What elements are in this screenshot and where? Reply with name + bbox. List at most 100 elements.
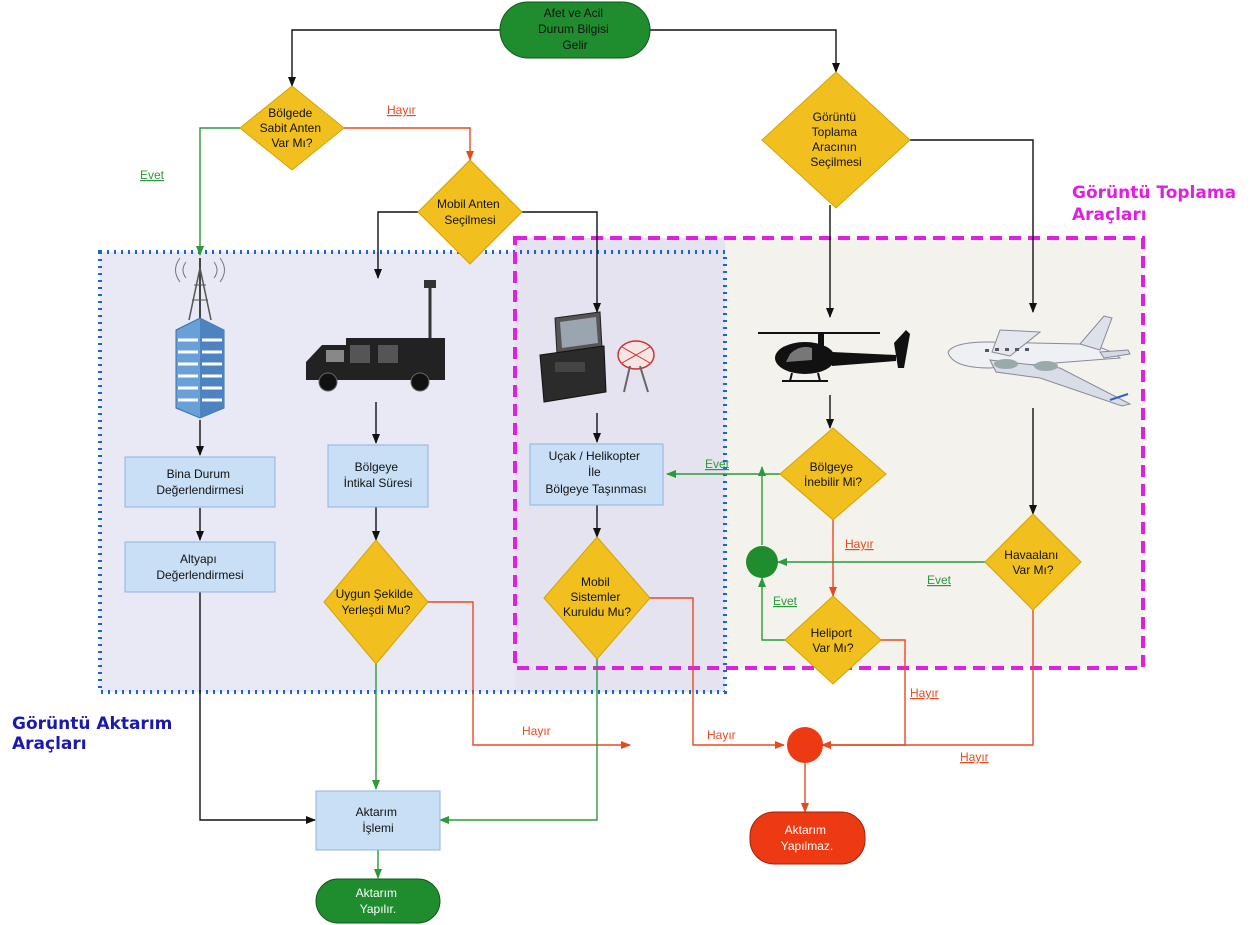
svg-text:Uçak / Helikopter İle: Uçak / Helikopter İle Bölgeye Taşınması: [545, 449, 646, 496]
label-hayir-fixed: Hayır: [387, 103, 416, 117]
airport-line-1: Havaalanı: [1004, 548, 1058, 562]
altyapi-line-2: Değerlendirmesi: [156, 568, 243, 582]
carry-line-1: Uçak / Helikopter: [549, 449, 640, 463]
collection-title-2: Araçları: [1072, 205, 1147, 225]
start-line-2: Durum Bilgisi: [538, 22, 609, 36]
edge-heliport-yes: [758, 577, 785, 641]
mobile-antenna-decision: Mobil Anten Seçilmesi: [417, 159, 523, 265]
edge-mobile-right: [522, 211, 601, 313]
label-hayir-airport: Hayır: [960, 750, 989, 764]
svg-text:Bölgeye İntikal Süresi: Bölgeye İntikal Süresi: [344, 460, 413, 490]
svg-text:Bina Durum Değerlendirme: Bina Durum Değerlendirmesi: [156, 467, 243, 497]
svg-text:Altyapı Değerlendirmesi: Altyapı Değerlendirmesi: [156, 552, 243, 582]
label-evet-airport: Evet: [927, 573, 952, 587]
heliport-line-1: Heliport: [811, 626, 853, 640]
mobile-line-2: Seçilmesi: [444, 213, 495, 227]
start-terminal: Afet ve Acil Durum Bilgisi Gelir: [499, 1, 651, 59]
mobile-line-1: Mobil Anten: [437, 197, 500, 211]
carry-line-2: İle: [588, 465, 601, 479]
airport-decision: Havaalanı Var Mı?: [984, 513, 1082, 611]
fixed-line-3: Var Mı?: [271, 136, 312, 150]
edge-altyapi-aktarim: [199, 592, 316, 824]
collection-tools-title: Görüntü Toplama Araçları: [1072, 183, 1242, 225]
placed-line-1: Uygun Şekilde: [336, 587, 414, 601]
svg-text:Aktarım Yapılır.: Aktarım Yapılır.: [356, 886, 401, 916]
helicopter-icon: [758, 330, 910, 382]
transfer-not-done-terminal: Aktarım Yapılmaz.: [749, 811, 866, 865]
edge-setup-no: [650, 597, 785, 749]
svg-text:Bölgeye İnebilir Mi?: Bölgeye İnebilir Mi?: [804, 460, 862, 489]
done-line-1: Aktarım: [356, 886, 397, 900]
airplane-icon: [947, 315, 1132, 407]
edge-mobile-left: [374, 211, 418, 279]
infrastructure-assessment-process: Altyapı Değerlendirmesi: [124, 541, 276, 593]
aktarim-line-2: İşlemi: [362, 821, 393, 835]
svg-text:Bölgede Sabit Anten: Bölgede Sabit Anten Var Mı?: [260, 106, 325, 150]
svg-text:Havaalanı Var Mı?: Havaalanı Var Mı?: [1004, 548, 1061, 577]
transfer-time-process: Bölgeye İntikal Süresi: [327, 444, 429, 508]
bina-line-2: Değerlendirmesi: [156, 483, 243, 497]
building-assessment-process: Bina Durum Değerlendirmesi: [124, 456, 276, 508]
svg-text:Mobil Anten Seçilmesi: Mobil Anten Seçilmesi: [437, 197, 503, 227]
altyapi-line-1: Altyapı: [180, 552, 217, 566]
edges: [196, 29, 1037, 879]
edge-airport-no: [821, 610, 1034, 749]
edge-start-right: [650, 29, 840, 73]
collection-title-1: Görüntü Toplama: [1072, 183, 1236, 203]
setup-line-3: Kuruldu Mu?: [563, 605, 631, 619]
svg-text:Afet ve Acil Durum Bilgi: Afet ve Acil Durum Bilgisi Gelir: [538, 6, 612, 52]
notdone-line-1: Aktarım: [785, 823, 826, 837]
vehicle-line-3: Aracının: [812, 140, 857, 154]
heliport-line-2: Var Mı?: [812, 641, 853, 655]
label-evet-heliport: Evet: [773, 594, 798, 608]
heliport-decision: Heliport Var Mı?: [784, 595, 882, 685]
label-hayir-placed: Hayır: [522, 724, 551, 738]
fixed-antenna-decision: Bölgede Sabit Anten Var Mı?: [239, 85, 345, 171]
start-line-1: Afet ve Acil: [544, 6, 603, 20]
setup-line-1: Mobil: [581, 575, 610, 589]
can-land-decision: Bölgeye İnebilir Mi?: [779, 427, 887, 521]
svg-text:Heliport Var Mı?: Heliport Var Mı?: [811, 626, 856, 655]
start-line-3: Gelir: [562, 38, 587, 52]
yes-junction: [746, 546, 778, 578]
airport-line-2: Var Mı?: [1012, 563, 1053, 577]
transmission-tools-title: Görüntü Aktarım Araçları: [12, 714, 178, 754]
svg-text:Uygun Şekilde Yerleşdi M: Uygun Şekilde Yerleşdi Mu?: [336, 587, 417, 617]
transmission-title-2: Araçları: [12, 734, 87, 754]
carry-by-air-process: Uçak / Helikopter İle Bölgeye Taşınması: [529, 443, 664, 506]
fixed-line-1: Bölgede: [268, 106, 312, 120]
edge-setup-yes: [439, 658, 598, 824]
svg-text:Mobil Sistemler Ku: Mobil Sistemler Kuruldu Mu?: [563, 575, 631, 619]
setup-line-2: Sistemler: [570, 590, 620, 604]
no-junction: [787, 727, 823, 763]
done-line-2: Yapılır.: [360, 902, 396, 916]
portable-satellite-kit-icon: [539, 311, 655, 403]
intikal-line-2: İntikal Süresi: [344, 476, 413, 490]
svg-text:Aktarım Yapılmaz.: Aktarım Yapılmaz.: [781, 823, 833, 853]
svg-text:Aktarım İşlemi: Aktarım İşlemi: [356, 805, 401, 835]
broadcast-truck-icon: [306, 280, 445, 392]
label-evet-land: Evet: [705, 457, 730, 471]
aktarim-line-1: Aktarım: [356, 805, 397, 819]
land-line-2: İnebilir Mi?: [804, 475, 862, 489]
vehicle-line-1: Görüntü: [813, 110, 856, 124]
label-hayir-heliport: Hayır: [910, 686, 939, 700]
edge-fixed-no: [344, 127, 474, 161]
select-vehicle-decision: Görüntü Toplama Aracının Seçilmesi: [761, 71, 911, 209]
placed-decision: Uygun Şekilde Yerleşdi Mu?: [323, 539, 429, 665]
transmission-title-1: Görüntü Aktarım: [12, 714, 172, 734]
transfer-process: Aktarım İşlemi: [315, 790, 441, 851]
fixed-line-2: Sabit Anten: [260, 121, 321, 135]
transfer-done-terminal: Aktarım Yapılır.: [315, 878, 441, 924]
edge-labels: Evet Hayır Evet Hayır Evet Hayır Evet Ha…: [140, 103, 989, 764]
svg-text:Görüntü Toplama Ar: Görüntü Toplama Aracının Seçilmesi: [810, 110, 861, 169]
collection-tools-area: [725, 238, 1143, 668]
label-hayir-land: Hayır: [845, 537, 874, 551]
label-hayir-setup: Hayır: [707, 728, 736, 742]
placed-line-2: Yerleşdi Mu?: [342, 603, 411, 617]
edge-placed-no: [428, 601, 631, 749]
vehicle-line-4: Seçilmesi: [810, 155, 861, 169]
notdone-line-2: Yapılmaz.: [781, 839, 833, 853]
edge-vehicle-plane: [910, 139, 1037, 313]
